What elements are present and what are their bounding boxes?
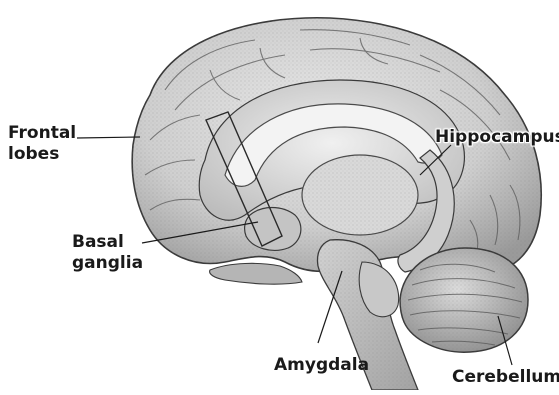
label-basal-line1: Basal (72, 232, 143, 253)
label-hippocampus: Hippocampus (435, 127, 559, 148)
label-cerebellum: Cerebellum (452, 367, 559, 388)
label-basal-line2: ganglia (72, 253, 143, 274)
label-frontal-lobes: Frontal lobes (8, 123, 76, 165)
label-amygdala: Amygdala (274, 355, 369, 376)
label-frontal-line1: Frontal (8, 123, 76, 144)
label-basal-ganglia: Basal ganglia (72, 232, 143, 274)
pointer-frontal (77, 137, 140, 138)
label-frontal-line2: lobes (8, 144, 76, 165)
